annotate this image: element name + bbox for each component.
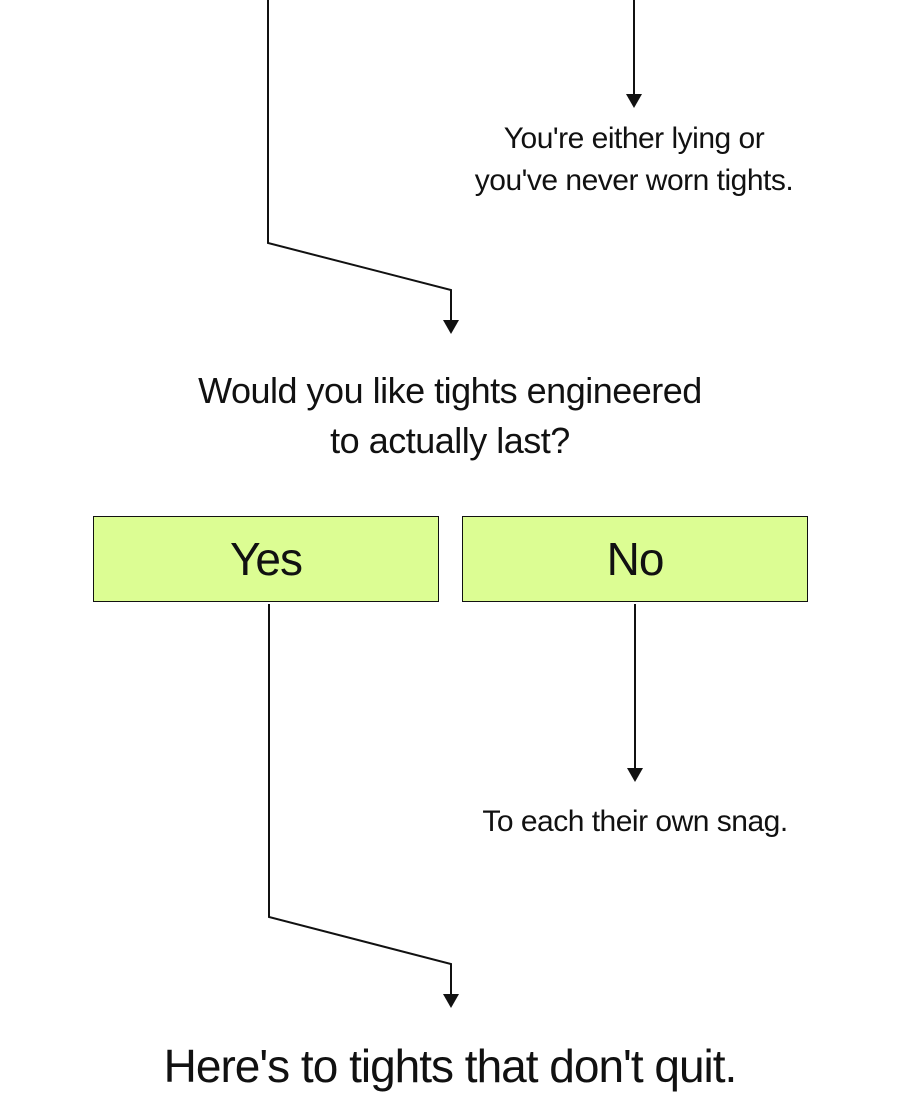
- arrowhead-question: [443, 320, 459, 334]
- connector-top-left: [267, 0, 452, 320]
- arrowhead-top-note: [626, 94, 642, 108]
- no-option-button[interactable]: No: [462, 516, 808, 602]
- arrowhead-final: [443, 994, 459, 1008]
- question-line-2: to actually last?: [330, 420, 570, 461]
- no-option-label: No: [606, 533, 665, 585]
- top-note-line-2: you've never worn tights.: [474, 164, 794, 197]
- no-result-text: To each their own snag.: [482, 805, 788, 838]
- arrowhead-no-result: [627, 768, 643, 782]
- top-note: You're either lying or you've never worn…: [434, 118, 834, 202]
- yes-option-label: Yes: [229, 533, 303, 585]
- question-text: Would you like tights engineered to actu…: [100, 366, 800, 466]
- yes-option-button[interactable]: Yes: [93, 516, 439, 602]
- connector-yes: [268, 604, 452, 994]
- top-note-line-1: You're either lying or: [503, 122, 765, 155]
- question-line-1: Would you like tights engineered: [198, 370, 702, 411]
- final-result-text: Here's to tights that don't quit.: [163, 1040, 738, 1092]
